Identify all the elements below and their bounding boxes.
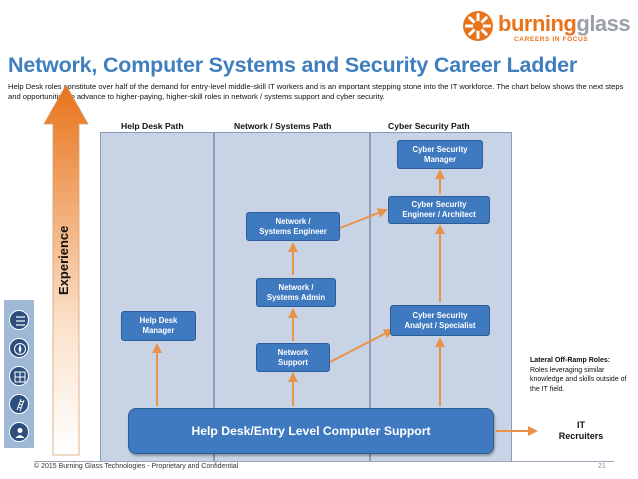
- node-help-desk-manager: Help Desk Manager: [121, 311, 196, 341]
- logo-word-part2: glass: [576, 11, 631, 36]
- column-heading-network: Network / Systems Path: [234, 121, 332, 131]
- logo-word-part1: burning: [498, 11, 577, 36]
- node-cyber-analyst: Cyber Security Analyst / Specialist: [390, 305, 490, 336]
- logo-tagline: CAREERS IN FOCUS: [514, 36, 589, 43]
- grid-icon: [9, 366, 29, 386]
- node-cyber-engineer: Cyber Security Engineer / Architect: [388, 196, 490, 224]
- experience-label: Experience: [56, 225, 71, 295]
- compass-icon: [9, 338, 29, 358]
- column-heading-help-desk: Help Desk Path: [121, 121, 184, 131]
- panel-cyber-path: [370, 132, 512, 462]
- it-recruiters-label: IT Recruiters: [558, 420, 604, 441]
- list-icon: [9, 310, 29, 330]
- lateral-off-ramp-note: Lateral Off-Ramp Roles: Roles leveraging…: [530, 356, 636, 394]
- panel-help-desk-path: [100, 132, 214, 462]
- brand-logo: burningglass CAREERS IN FOCUS: [462, 8, 632, 46]
- person-icon: [9, 422, 29, 442]
- node-cyber-manager: Cyber Security Manager: [397, 140, 483, 169]
- logo-wordmark: burningglass: [498, 11, 631, 37]
- page-title: Network, Computer Systems and Security C…: [8, 53, 578, 77]
- footer-divider: [34, 461, 614, 462]
- lateral-text: Roles leveraging similar knowledge and s…: [530, 366, 627, 393]
- experience-arrow: [43, 84, 89, 456]
- footer-copyright: © 2015 Burning Glass Technologies - Prop…: [34, 463, 239, 470]
- side-icon-strip: [4, 300, 34, 448]
- burning-glass-logo-icon: [463, 11, 493, 41]
- node-network-systems-admin: Network / Systems Admin: [256, 278, 336, 307]
- column-heading-cyber: Cyber Security Path: [388, 121, 470, 131]
- lateral-heading: Lateral Off-Ramp Roles:: [530, 357, 611, 364]
- node-entry-level: Help Desk/Entry Level Computer Support: [128, 408, 494, 454]
- node-network-systems-engineer: Network / Systems Engineer: [246, 212, 340, 241]
- ladder-icon: [9, 394, 29, 414]
- page-number: 21: [598, 463, 606, 470]
- page-description: Help Desk roles constitute over half of …: [8, 82, 624, 102]
- node-network-support: Network Support: [256, 343, 330, 372]
